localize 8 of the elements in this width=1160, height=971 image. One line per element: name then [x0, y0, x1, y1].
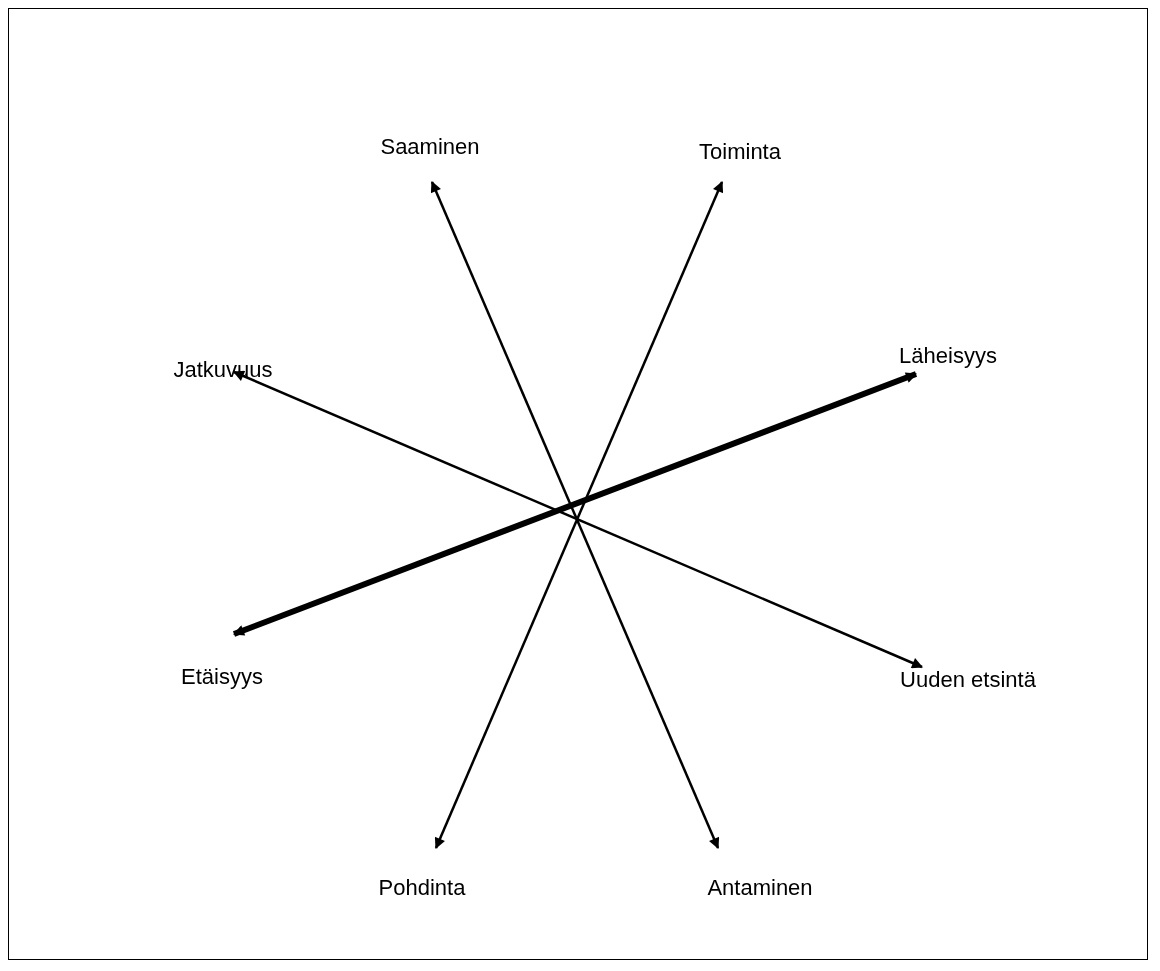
- axis-label: Etäisyys: [181, 664, 263, 690]
- axis-label: Uuden etsintä: [900, 667, 1036, 693]
- axis-label: Toiminta: [699, 139, 781, 165]
- axis-label: Saaminen: [380, 134, 480, 160]
- axis-label: Jatkuvuus: [173, 357, 273, 383]
- axis-label: Antaminen: [707, 875, 813, 901]
- axis-label: Pohdinta: [378, 875, 466, 901]
- axis-label: Läheisyys: [899, 343, 997, 369]
